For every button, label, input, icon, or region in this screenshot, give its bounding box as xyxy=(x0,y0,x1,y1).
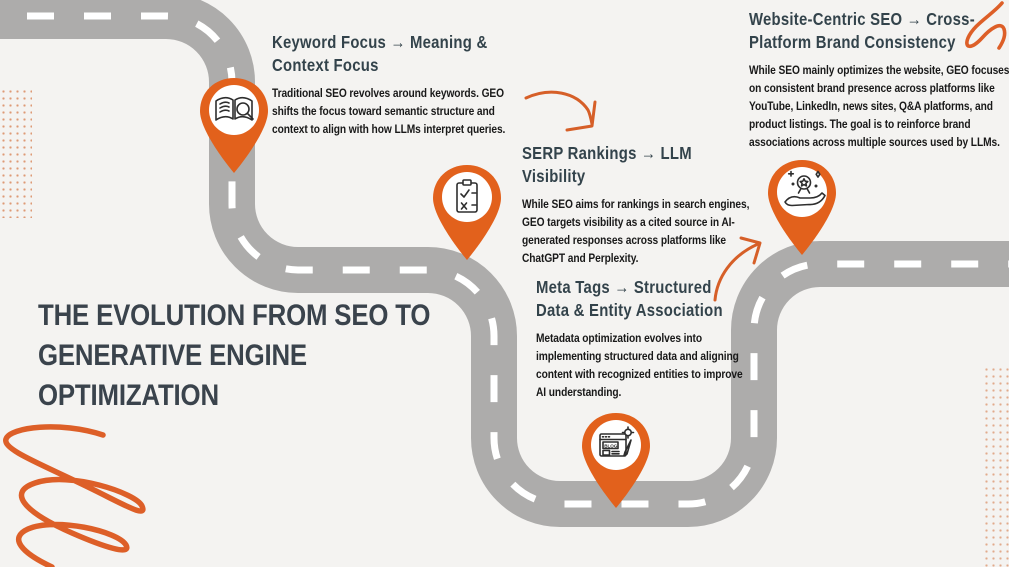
blog-icon-label: BLOG xyxy=(604,443,618,448)
milestone-heading: Meta Tags → Structured Data & Entity Ass… xyxy=(536,277,723,321)
milestone-heading: SERP Rankings → LLM Visibility xyxy=(522,143,692,187)
milestone-heading: Website-Centric SEO → Cross-Platform Bra… xyxy=(749,9,975,53)
page-title: THE EVOLUTION FROM SEO TO GENERATIVE ENG… xyxy=(38,296,468,416)
title-line: THE EVOLUTION FROM SEO TO xyxy=(38,299,431,332)
milestone-body: Traditional SEO revolves around keywords… xyxy=(272,86,506,137)
hand-award-icon xyxy=(784,170,826,207)
milestone-body: While SEO aims for rankings in search en… xyxy=(522,197,750,266)
dot-grid-bottom-right xyxy=(983,366,1009,567)
map-pin-website-centric xyxy=(768,160,836,255)
map-pin-meta-tags: BLOG xyxy=(582,413,650,508)
map-pin-serp-rankings xyxy=(433,165,501,260)
milestone-block-keyword-focus: Keyword Focus → Meaning & Context Focus … xyxy=(272,31,514,138)
dot-grid-top-left xyxy=(0,88,32,218)
checklist-clipboard-icon xyxy=(456,179,478,213)
blog-page-icon: BLOG xyxy=(599,426,635,457)
milestone-block-serp-rankings: SERP Rankings → LLM Visibility While SEO… xyxy=(522,142,752,267)
milestone-body: While SEO mainly optimizes the website, … xyxy=(749,63,1009,150)
title-line: GENERATIVE ENGINE xyxy=(38,339,307,372)
squiggle-decoration-icon xyxy=(965,1,1007,50)
road-center-line xyxy=(0,12,1009,508)
book-magnifier-icon xyxy=(215,96,254,121)
arrow-down-right-icon xyxy=(524,90,597,132)
milestone-block-meta-tags: Meta Tags → Structured Data & Entity Ass… xyxy=(536,276,744,401)
milestone-block-website-centric: Website-Centric SEO → Cross-Platform Bra… xyxy=(749,8,1009,151)
scribble-decoration-icon xyxy=(3,424,146,567)
milestone-heading: Keyword Focus → Meaning & Context Focus xyxy=(272,32,488,76)
map-pin-keyword-focus xyxy=(200,78,268,173)
milestone-body: Metadata optimization evolves into imple… xyxy=(536,331,743,400)
arrow-up-right-icon xyxy=(713,236,762,302)
title-line: OPTIMIZATION xyxy=(38,379,219,412)
